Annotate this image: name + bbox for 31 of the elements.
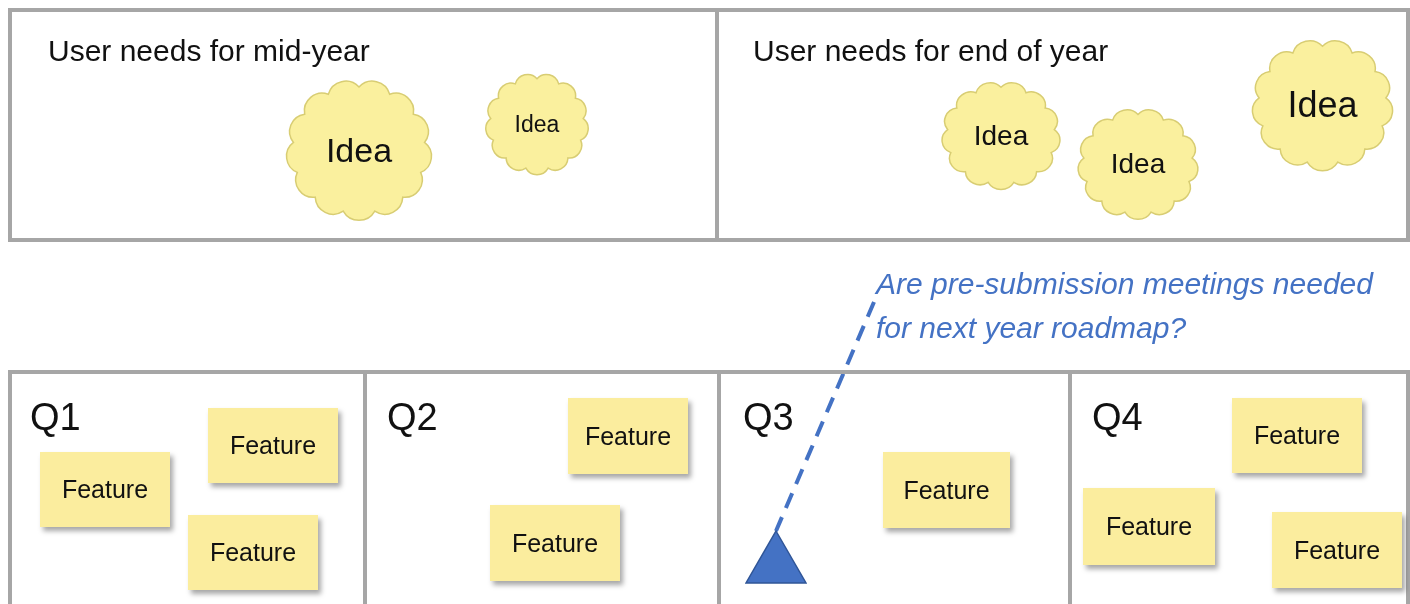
feature-label: Feature (511, 528, 599, 558)
panel-heading: User needs for end of year (753, 34, 1109, 68)
feature-label: Feature (584, 421, 672, 451)
sticky-note (1232, 398, 1362, 473)
idea-label: Idea (1287, 84, 1358, 126)
feature-label: Feature (1293, 535, 1381, 565)
leader-line (774, 301, 876, 532)
question-note: Are pre-submission meetings needed for next year roadmap? (876, 267, 1373, 344)
feature-label: Feature (61, 475, 149, 504)
feature-label: Feature (209, 538, 297, 567)
quarter-heading: Q1 (30, 396, 81, 439)
idea-label: Idea (973, 119, 1029, 152)
sticky-note (188, 515, 318, 590)
quarter-heading: Q2 (387, 396, 438, 439)
panel-heading: User needs for mid-year (48, 34, 370, 68)
sticky-note (40, 452, 170, 527)
feature-label: Feature (903, 475, 990, 505)
sticky-note (568, 398, 688, 474)
feature-label: Feature (1253, 421, 1341, 450)
quarter-heading: Q3 (743, 396, 794, 439)
sticky-note (490, 505, 620, 581)
sticky-note (883, 452, 1010, 528)
quarter-heading: Q4 (1092, 396, 1143, 439)
sticky-note (1272, 512, 1402, 588)
idea-label: Idea (1110, 148, 1166, 180)
idea-label: Idea (325, 130, 393, 170)
feature-label: Feature (229, 431, 317, 460)
sticky-note (1083, 488, 1215, 565)
idea-label: Idea (514, 110, 560, 138)
feature-label: Feature (1105, 512, 1193, 541)
sticky-note (208, 408, 338, 483)
